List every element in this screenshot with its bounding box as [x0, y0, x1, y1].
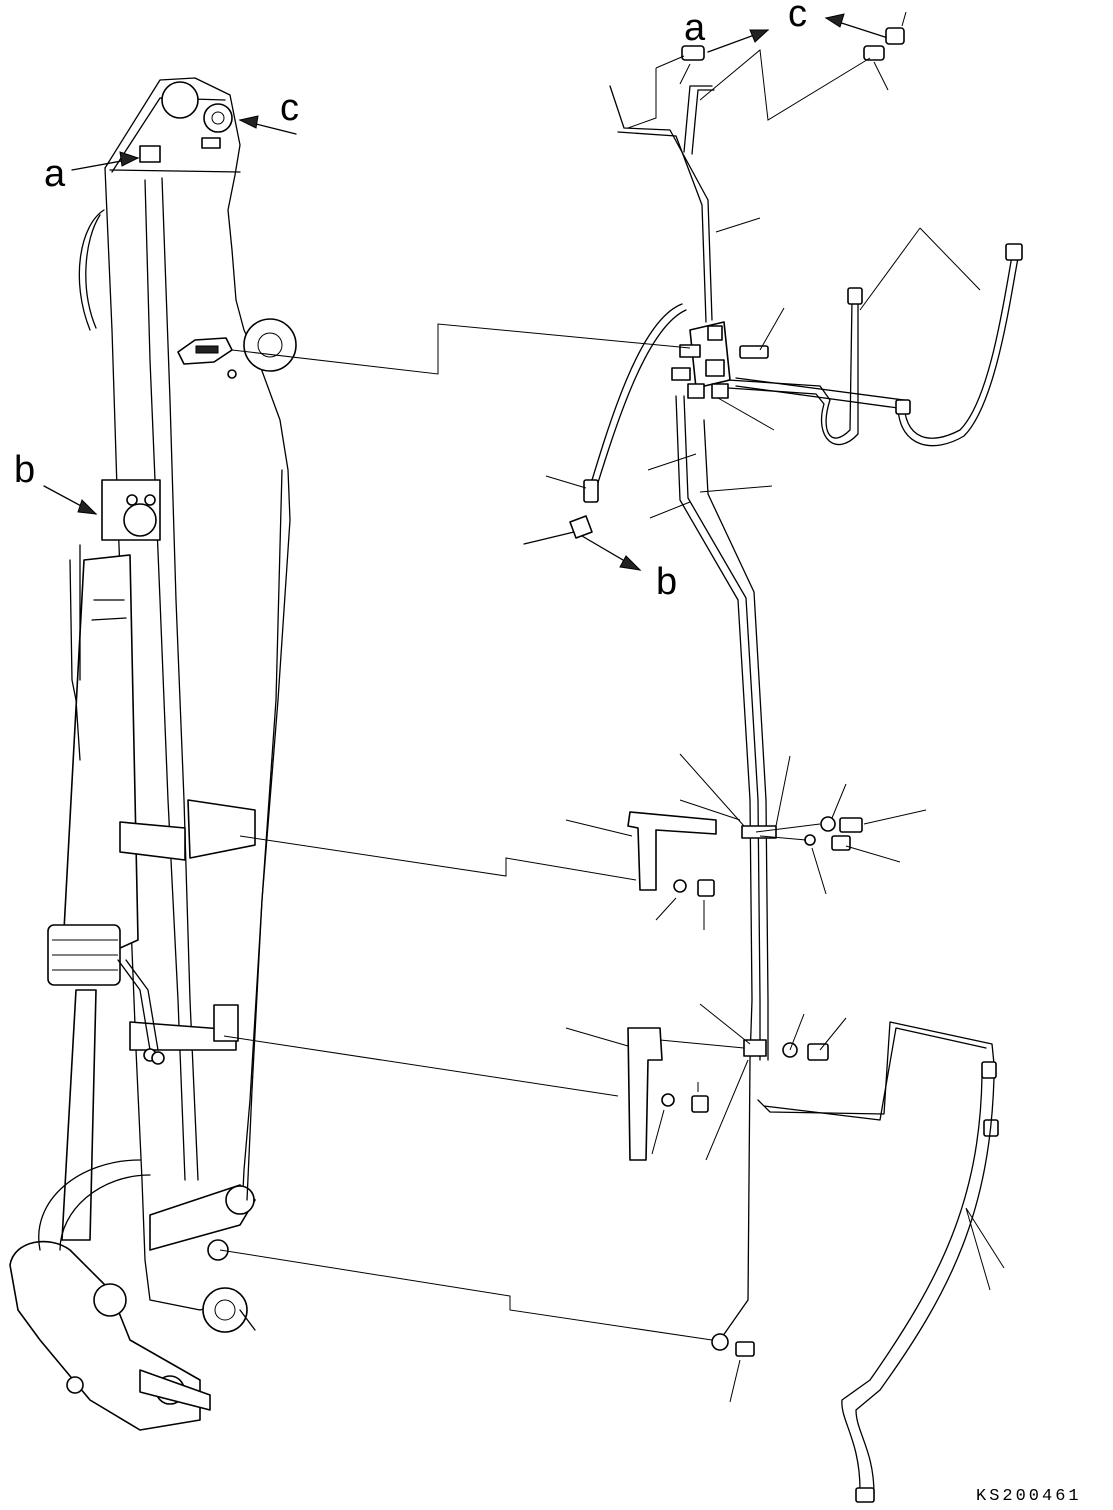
callout-a-top: a [684, 7, 706, 49]
callout-b-valve: b [656, 561, 677, 603]
piping-assembly [219, 49, 1023, 1503]
boom-assembly [9, 77, 297, 1431]
callout-arrows [43, 13, 889, 571]
callout-c-boom: c [280, 87, 299, 129]
callout-c-top: c [788, 0, 807, 35]
callout-a-boom: a [44, 153, 66, 195]
callout-b-boom: b [14, 449, 35, 491]
top-fittings [679, 11, 907, 91]
drawing-code: KS200461 [976, 1487, 1082, 1506]
